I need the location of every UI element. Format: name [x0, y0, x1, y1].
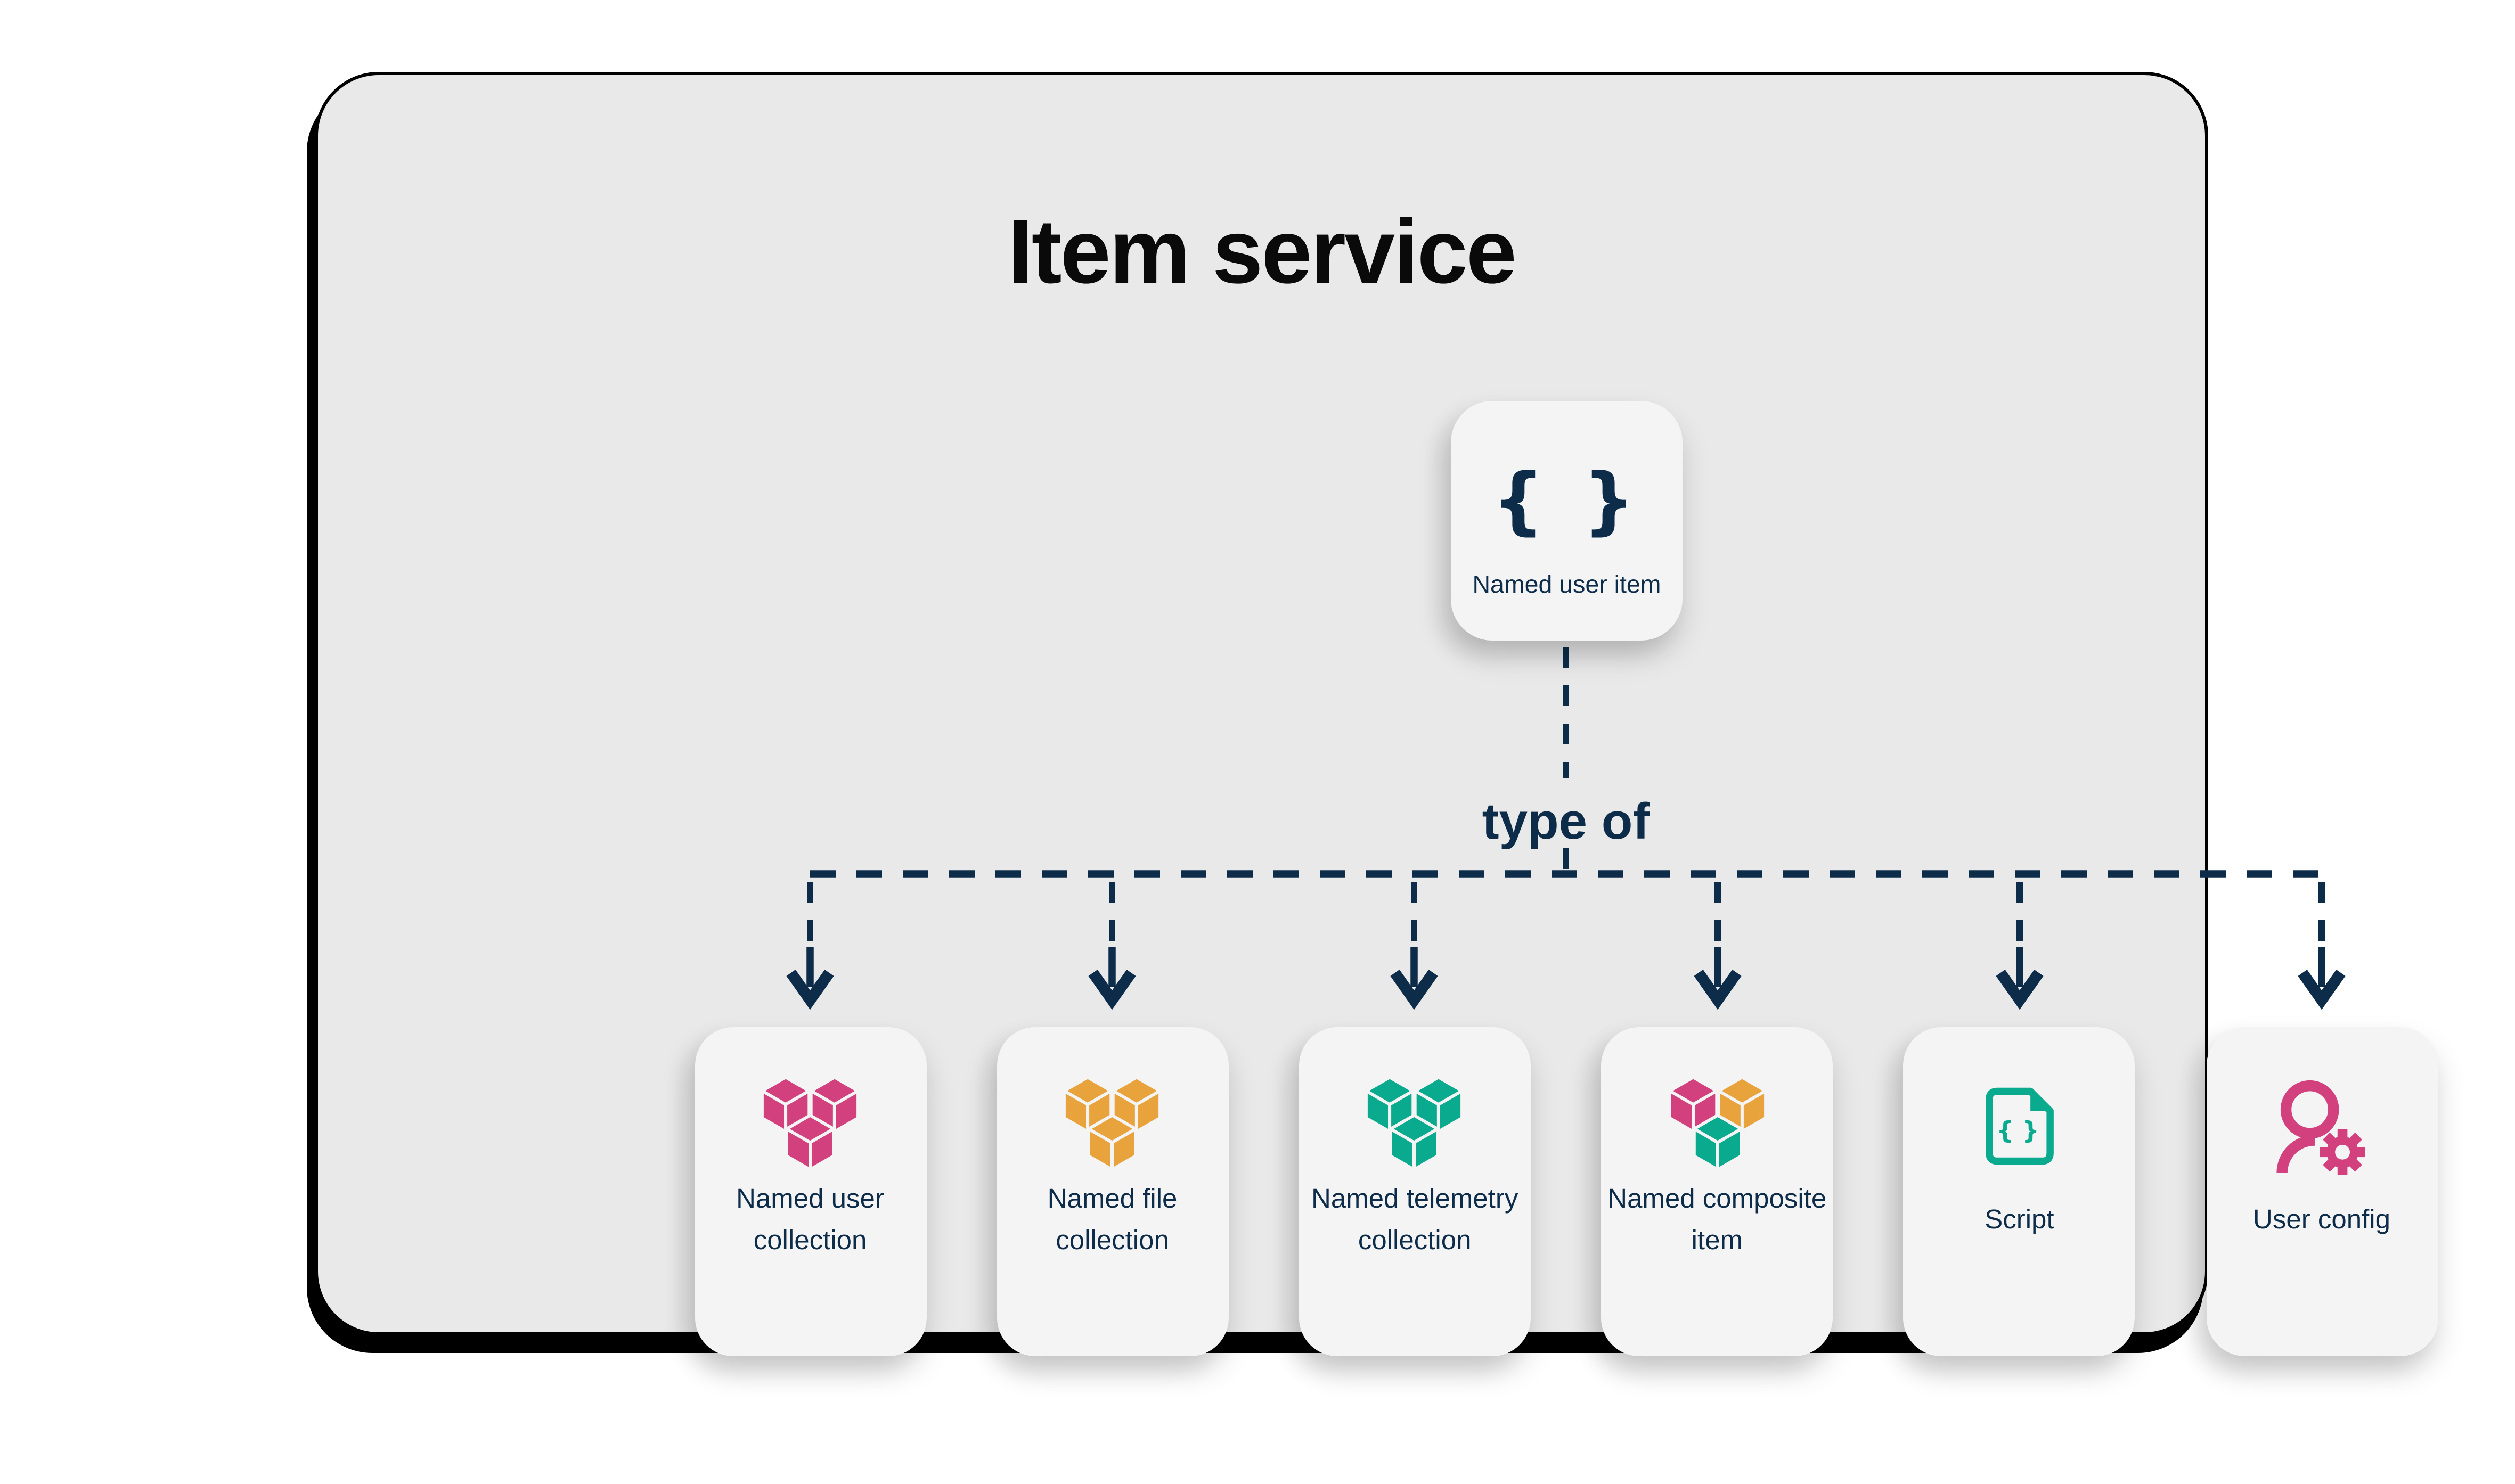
- item-service-panel: Item service: [315, 72, 2438, 1356]
- node-label: User config: [2253, 1204, 2390, 1235]
- connector-arrow: [1088, 882, 1136, 1010]
- node-named-user-item: { } Named user item: [1451, 401, 1683, 641]
- connector-arrow: [1694, 882, 1742, 1010]
- orange-cubes-icon: [1058, 1072, 1167, 1183]
- node-user-config: User config: [2206, 1027, 2438, 1356]
- node-label: Named telemetry collection: [1311, 1184, 1518, 1256]
- arrow-down-icon: [1996, 969, 2044, 1010]
- arrow-down-icon: [1390, 969, 1438, 1010]
- diagram-canvas: Item service: [315, 72, 2438, 1356]
- connector-arrow: [786, 882, 834, 1010]
- teal-cubes-icon: [1360, 1072, 1469, 1183]
- script-file-icon: { }: [1974, 1081, 2064, 1179]
- pink-cubes-icon: [756, 1072, 864, 1183]
- node-label: Named user collection: [736, 1184, 884, 1256]
- arrow-down-icon: [786, 969, 834, 1010]
- page-title: Item service: [1008, 201, 1517, 304]
- arrow-down-icon: [1088, 969, 1136, 1010]
- gear-icon: [2320, 1129, 2365, 1175]
- arrow-down-icon: [1694, 969, 1742, 1010]
- node-label: Named user item: [1472, 572, 1661, 599]
- node-script: { } Script: [1903, 1027, 2135, 1356]
- braces-icon: { }: [1492, 457, 1642, 543]
- node-named-user-collection: Named user collection: [694, 1027, 926, 1356]
- connector-arrow: [1390, 882, 1438, 1010]
- node-label: Named composite item: [1607, 1184, 1827, 1256]
- multicolor-cubes-icon: [1663, 1072, 1771, 1183]
- node-label: Script: [1985, 1204, 2054, 1235]
- arrow-down-icon: [2298, 969, 2346, 1010]
- node-named-file-collection: Named file collection: [997, 1027, 1229, 1356]
- node-label: Named file collection: [1047, 1184, 1178, 1256]
- node-named-composite-item: Named composite item: [1601, 1027, 1833, 1356]
- connector-arrow: [1996, 882, 2044, 1010]
- connector-arrow: [2298, 882, 2346, 1010]
- user-gear-icon: [2272, 1080, 2371, 1187]
- braces-glyph: { }: [1996, 1117, 2039, 1145]
- node-named-telemetry-collection: Named telemetry collection: [1299, 1027, 1531, 1356]
- relation-label: type of: [1482, 792, 1650, 850]
